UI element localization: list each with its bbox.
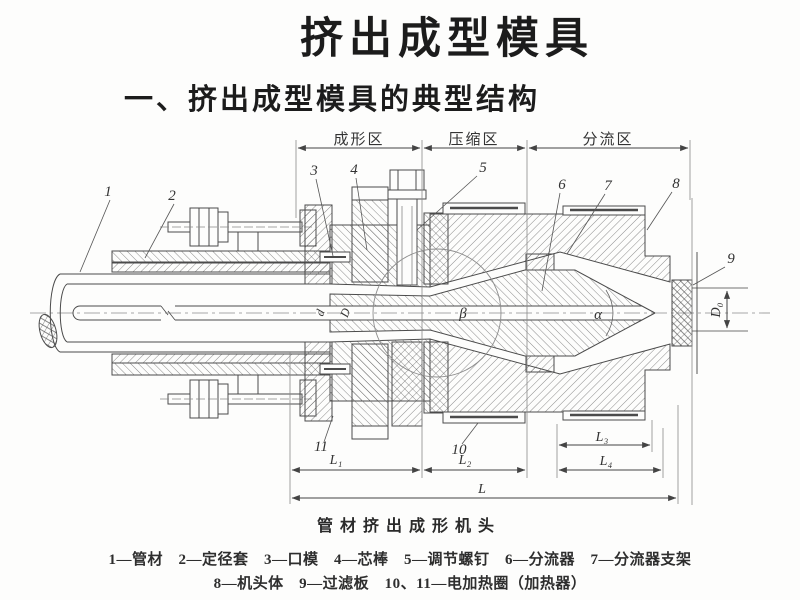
figure-legend-line2: 8—机头体 9—过滤板 10、11—电加热圈（加热器）	[213, 576, 587, 592]
dim-label-L1: L₁	[329, 453, 343, 468]
dim-label-L4: L₄	[599, 454, 613, 469]
callout-leaders	[79, 175, 726, 445]
callout-7: 7	[604, 178, 613, 194]
callout-2: 2	[168, 188, 176, 204]
adjusting-screw	[387, 169, 427, 286]
dim-label-D0: D₀	[709, 302, 724, 318]
spreader-support	[525, 253, 555, 373]
callout-9: 9	[727, 251, 735, 267]
dimension-lines	[291, 144, 748, 502]
filter-plate	[671, 279, 693, 347]
zone-label-distribution: 分流区	[582, 131, 633, 148]
dim-label-d: d	[312, 307, 328, 318]
extension-lines	[289, 140, 693, 505]
air-rod	[72, 305, 330, 321]
callout-4: 4	[350, 162, 358, 178]
figure-legend-line1: 1—管材 2—定径套 3—口模 4—芯棒 5—调节螺钉 6—分流器 7—分流器支…	[108, 552, 692, 568]
callout-6: 6	[558, 177, 566, 193]
callout-3: 3	[309, 163, 318, 179]
die-cross-section-diagram: 成形区 压缩区 分流区 1 2 3 4 5 6 7 8 9 10 11 L₁ L…	[30, 131, 770, 505]
angle-label-alpha: α	[594, 307, 603, 323]
callout-5: 5	[479, 160, 487, 176]
dim-label-L2: L₂	[458, 453, 472, 468]
section-heading: 一、挤出成型模具的典型结构	[124, 84, 541, 116]
callout-1: 1	[104, 184, 112, 200]
detail-circle	[372, 248, 502, 378]
angle-label-beta: β	[458, 306, 467, 322]
callout-10: 10	[452, 442, 468, 458]
zone-label-compression: 压缩区	[448, 131, 499, 148]
pipe	[38, 273, 330, 353]
heater-bands	[319, 202, 646, 424]
callout-8: 8	[672, 176, 680, 192]
dim-label-L: L	[477, 482, 486, 497]
die-head-body	[429, 213, 698, 413]
spreader-torpedo	[329, 269, 656, 357]
dim-label-D: D	[337, 306, 354, 320]
alpha-angle-arc	[605, 289, 614, 337]
callout-11: 11	[314, 439, 328, 455]
figure-caption: 管材挤出成形机头	[316, 518, 502, 535]
dim-label-L3: L₃	[595, 430, 609, 445]
page-title: 挤出成型模具	[300, 16, 594, 63]
sizing-sleeve	[111, 231, 331, 395]
zone-label-forming: 成形区	[333, 131, 384, 148]
